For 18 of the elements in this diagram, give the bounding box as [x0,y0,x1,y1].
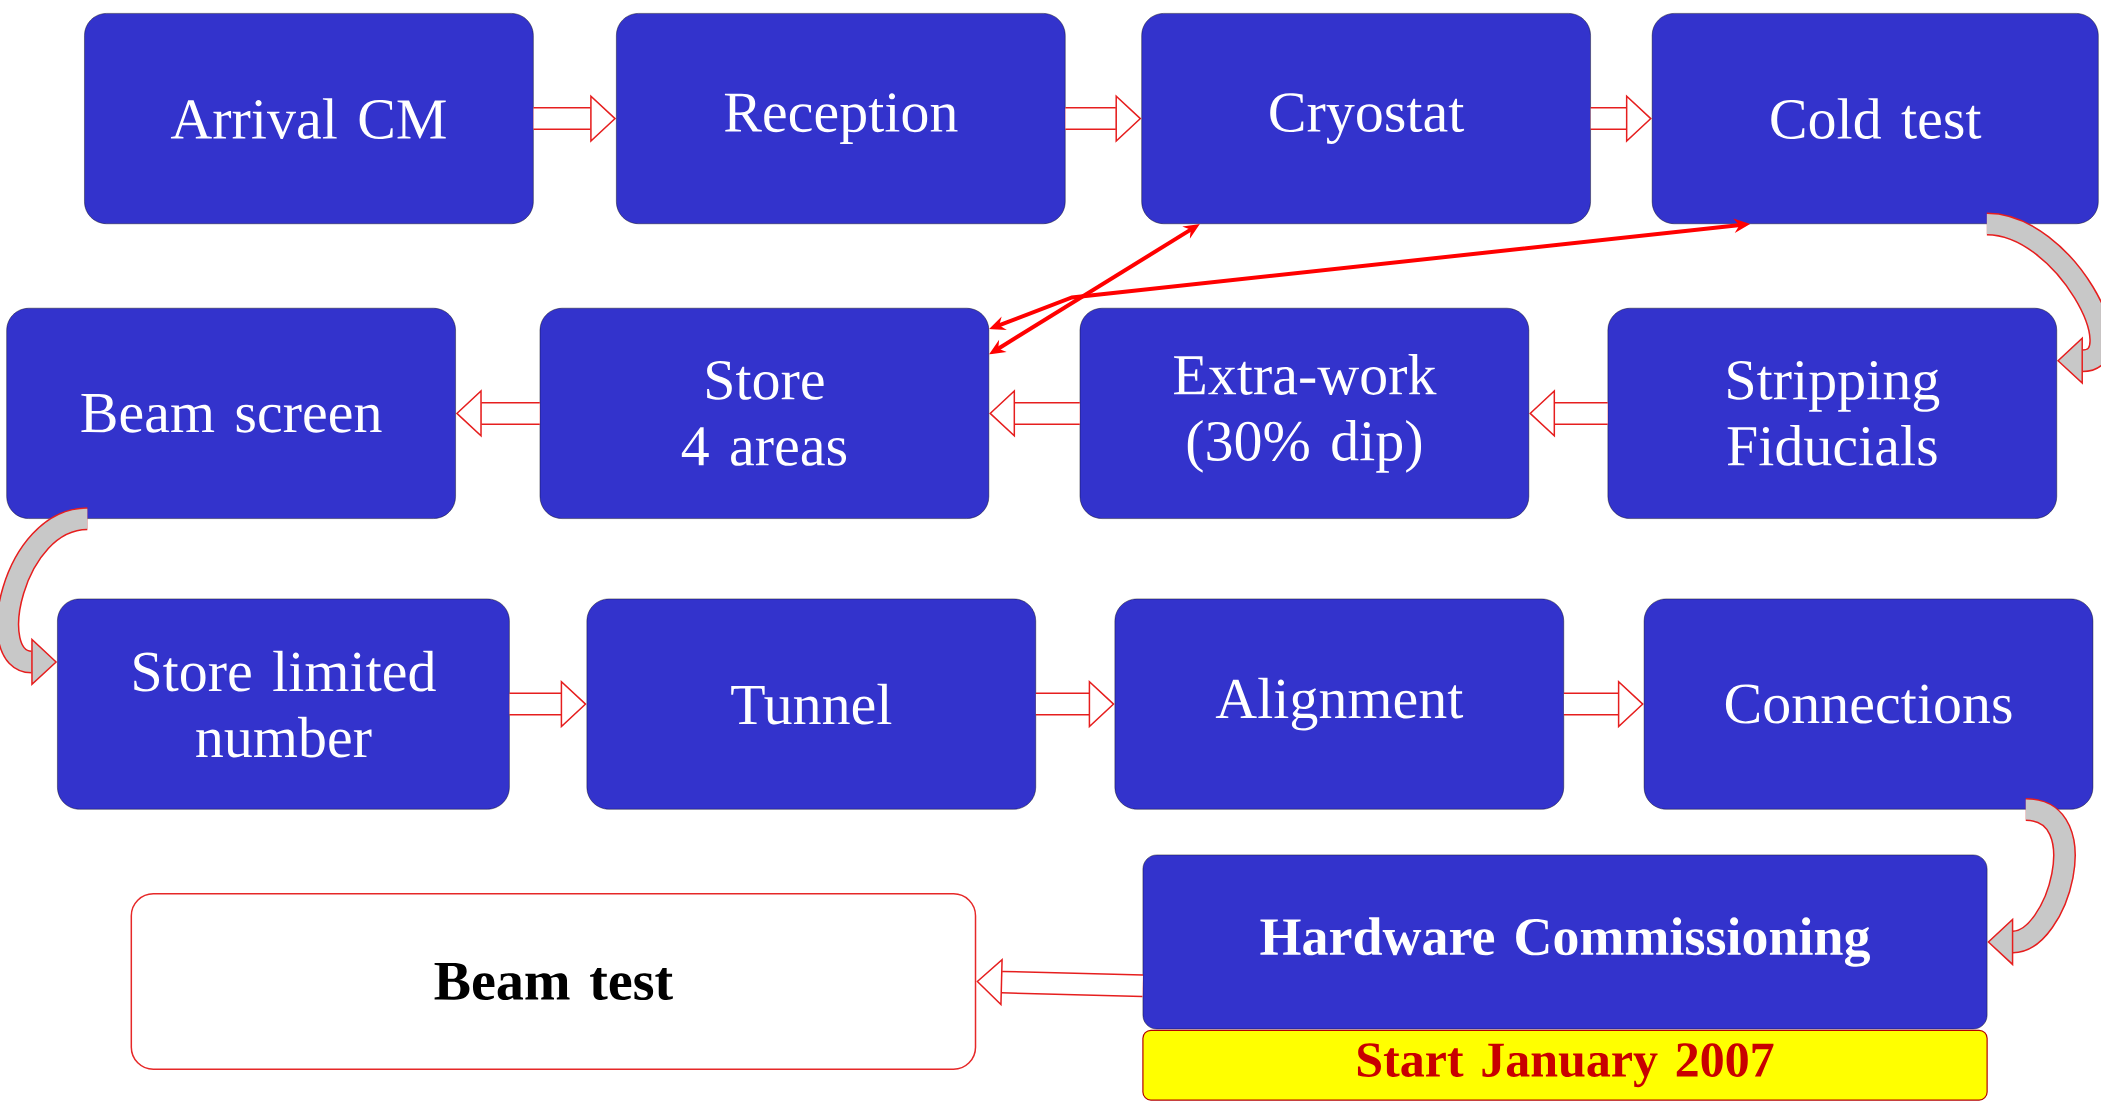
process-box: Beam screen [6,308,456,519]
block-arrow [1987,798,2076,967]
process-box: Hardware Commissioning [1142,854,1988,1030]
process-box: Tunnel [586,598,1036,810]
process-box: Extra-work (30% dip) [1079,308,1530,519]
process-box: Store 4 areas [539,308,990,519]
goal-box: Beam test [130,893,977,1070]
process-box: Alignment [1114,598,1564,810]
block-arrow [1985,212,2101,385]
process-box: Store limited number [57,598,510,810]
process-box: Cold test [1651,13,2099,224]
process-box: Arrival CM [84,13,534,224]
block-arrow [976,958,1143,1007]
process-box: Stripping Fiducials [1607,308,2057,519]
process-box: Reception [616,13,1066,224]
process-box: Connections [1643,598,2094,810]
date-box: Start January 2007 [1142,1029,1988,1101]
process-box: Cryostat [1141,13,1591,224]
